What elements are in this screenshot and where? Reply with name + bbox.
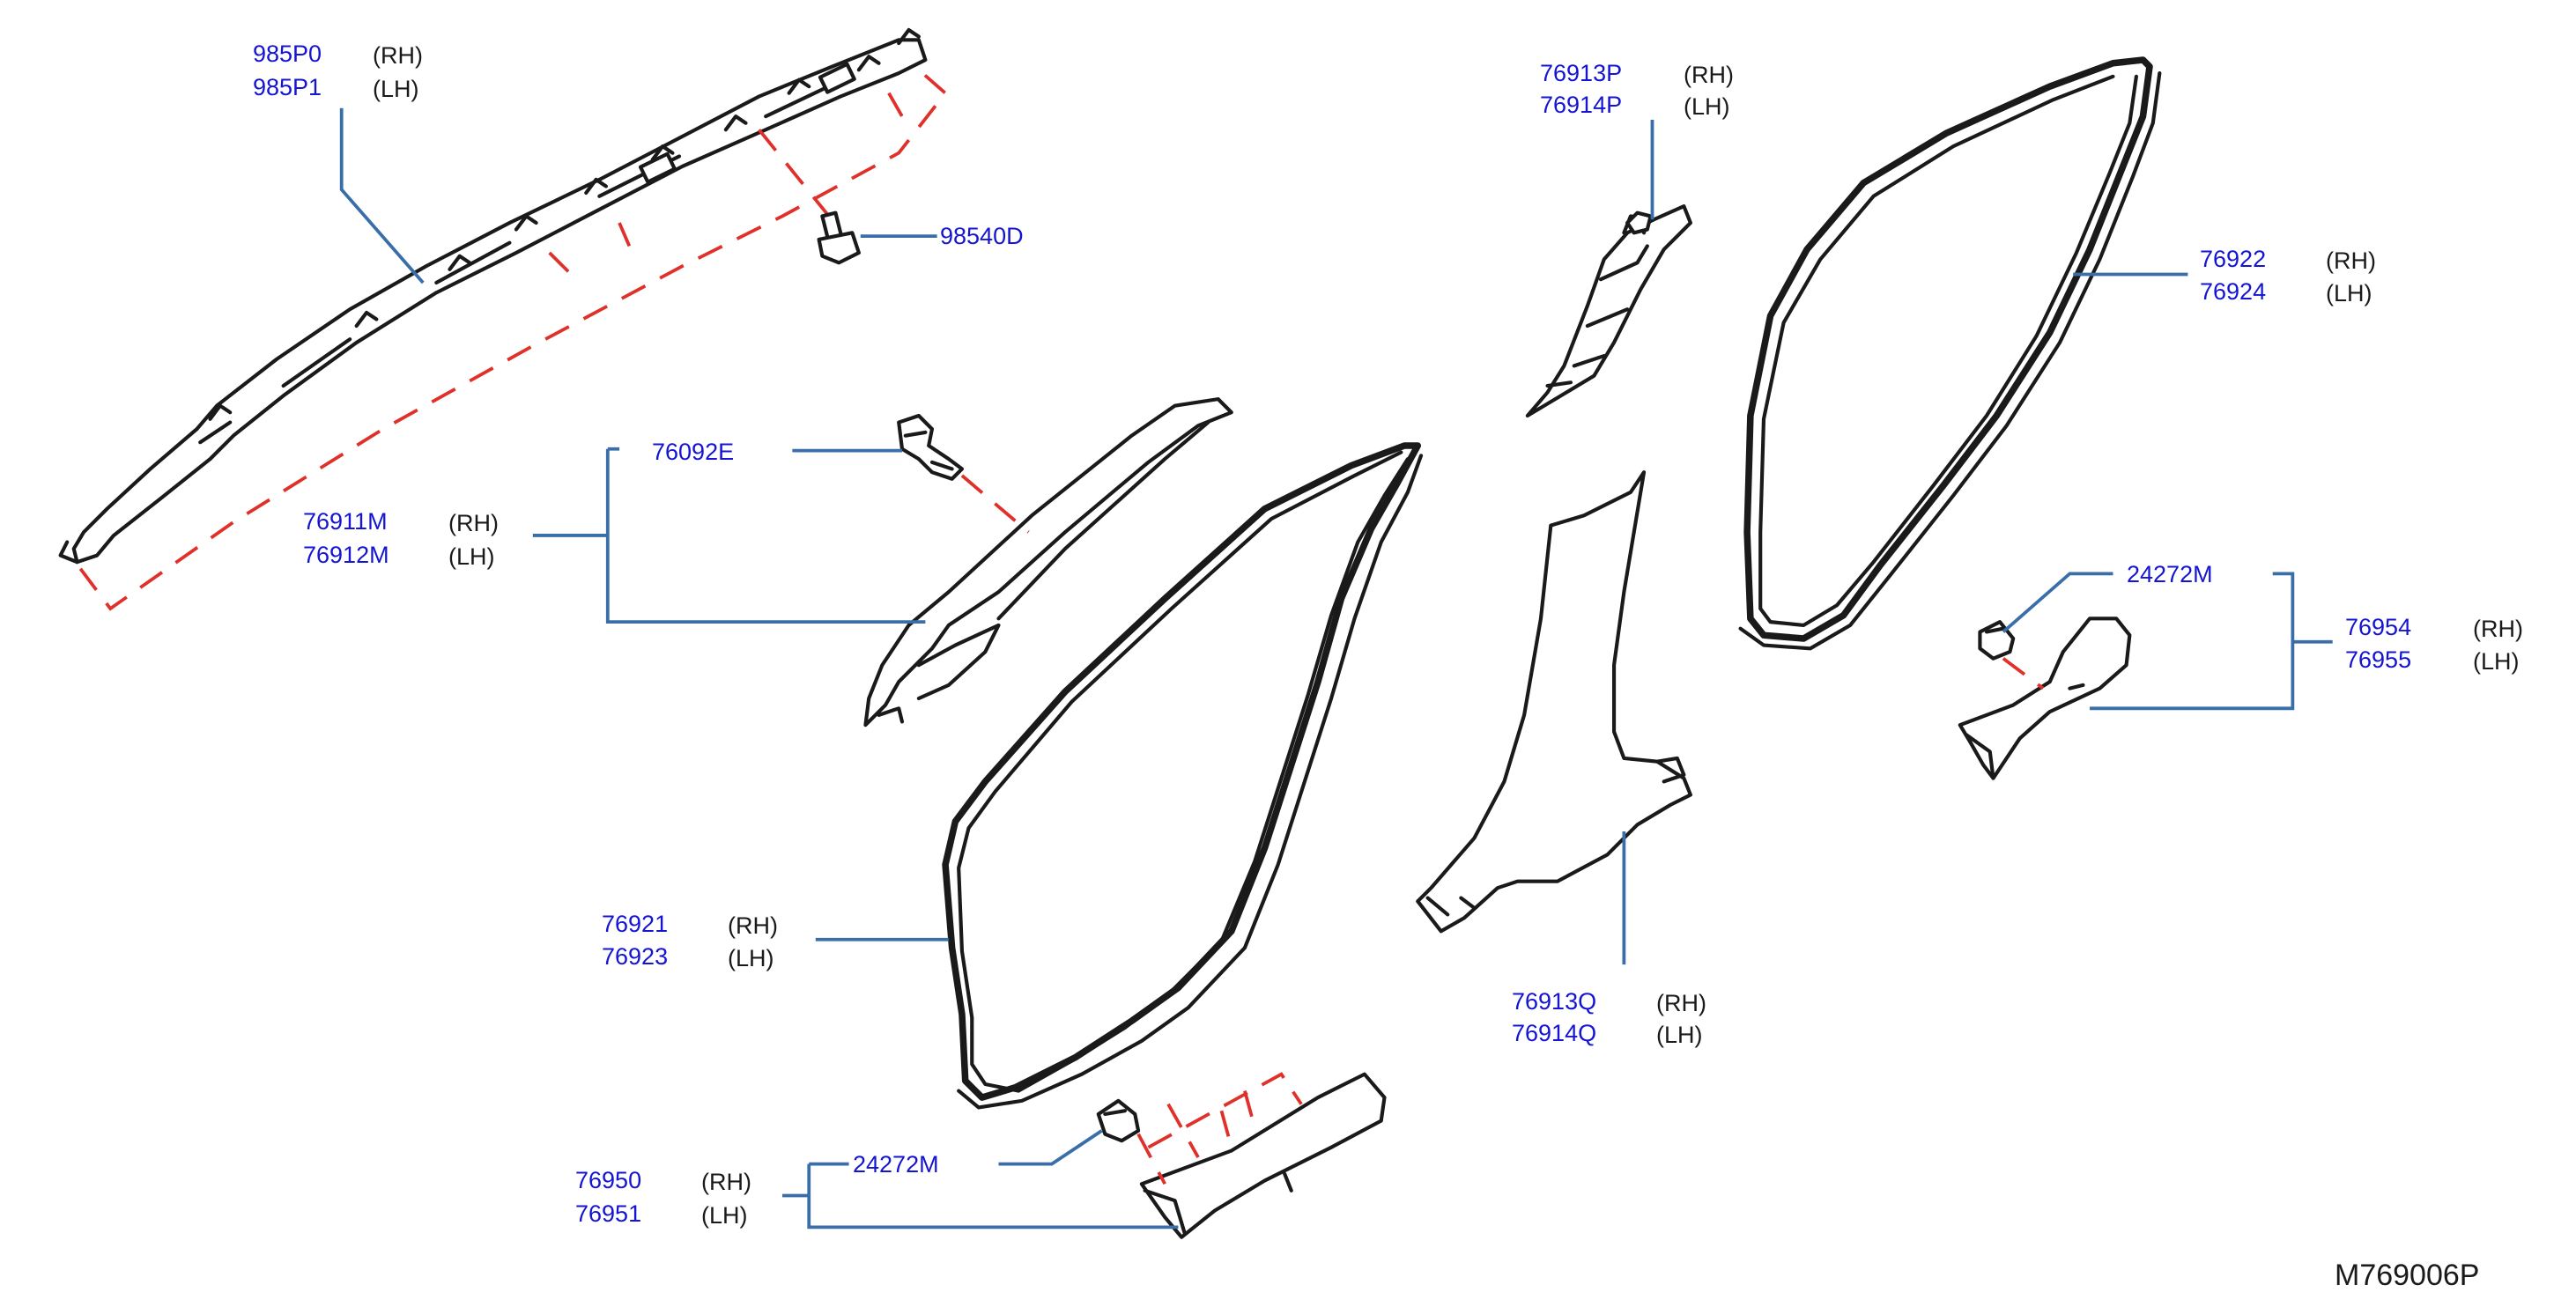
center-pillar-lower-part [1416, 470, 1692, 934]
side-label-rear-kicking-plate-rh: (RH) [2473, 616, 2523, 642]
center-pillar-upper-part [1525, 204, 1692, 418]
front-kicking-plate-part [1139, 1072, 1387, 1239]
front-pillar-part [863, 397, 1233, 727]
part-number-front-clip: 24272M [853, 1151, 939, 1178]
part-number-curtain-airbag-rh: 985P0 [253, 41, 322, 67]
side-label-rear-door-welt-rh: (RH) [2326, 247, 2376, 274]
side-label-curtain-airbag-lh: (LH) [373, 76, 419, 102]
part-number-front-door-welt-lh: 76923 [602, 943, 669, 970]
airbag-dashed-guide [78, 68, 948, 611]
leader-airbag [339, 107, 425, 284]
part-number-center-pillar-upper-rh: 76913P [1540, 60, 1623, 86]
part-number-front-pillar-lh: 76912M [303, 542, 389, 568]
side-label-front-door-welt-lh: (LH) [728, 945, 774, 971]
part-number-curtain-airbag-lh: 985P1 [253, 74, 322, 100]
leader-rear-kicking-plate [2090, 572, 2333, 711]
front-pillar-clip-part [897, 413, 965, 481]
side-label-front-pillar-lh: (LH) [448, 543, 495, 570]
curtain-airbag-part [58, 27, 928, 565]
rear-kicking-plate-part [1958, 617, 2132, 780]
rear-door-welt-part [1738, 56, 2162, 651]
airbag-bolt-part [817, 210, 861, 265]
leader-front-clip [998, 1129, 1103, 1166]
airbag-dashed-guide [548, 92, 904, 274]
side-label-front-door-welt-rh: (RH) [728, 912, 778, 939]
side-label-center-pillar-lower-rh: (RH) [1656, 990, 1706, 1016]
side-label-center-pillar-upper-lh: (LH) [1684, 93, 1730, 120]
part-number-front-pillar-clip: 76092E [652, 439, 735, 465]
diagram-code: M769006P [2335, 1259, 2480, 1292]
front-clip-part [1096, 1098, 1141, 1143]
front-pillar-dashed-guide [960, 474, 1030, 534]
part-number-center-pillar-lower-lh: 76914Q [1512, 1020, 1597, 1046]
side-label-center-pillar-lower-lh: (LH) [1656, 1022, 1703, 1048]
rear-clip-dashed-guide [2002, 657, 2045, 690]
part-number-front-pillar-rh: 76911M [303, 508, 388, 535]
side-label-rear-kicking-plate-lh: (LH) [2473, 648, 2520, 675]
front-door-welt-part [942, 442, 1424, 1110]
part-number-airbag-bolt: 98540D [940, 223, 1024, 249]
part-number-rear-door-welt-rh: 76922 [2200, 246, 2267, 272]
leader-front-kicking-plate [782, 1162, 1179, 1229]
part-number-rear-kicking-plate-rh: 76954 [2345, 614, 2412, 640]
side-label-rear-door-welt-lh: (LH) [2326, 280, 2372, 306]
part-number-rear-kicking-plate-lh: 76955 [2345, 646, 2412, 673]
side-label-front-pillar-rh: (RH) [448, 510, 499, 536]
side-label-curtain-airbag-rh: (RH) [373, 42, 423, 69]
part-number-front-door-welt-rh: 76921 [602, 911, 669, 937]
side-label-front-kicking-plate-lh: (LH) [701, 1202, 748, 1229]
front-clip-dashed-guide [1136, 1072, 1303, 1185]
side-label-front-kicking-plate-rh: (RH) [701, 1169, 751, 1195]
part-number-front-kicking-plate-rh: 76950 [575, 1167, 642, 1193]
leader-front-pillar [532, 447, 926, 624]
part-number-center-pillar-upper-lh: 76914P [1540, 92, 1623, 118]
part-number-rear-door-welt-lh: 76924 [2200, 278, 2267, 305]
part-number-front-kicking-plate-lh: 76951 [575, 1200, 642, 1227]
part-number-center-pillar-lower-rh: 76913Q [1512, 988, 1597, 1015]
side-label-center-pillar-upper-rh: (RH) [1684, 62, 1734, 88]
part-number-rear-clip: 24272M [2127, 561, 2213, 587]
leader-rear-clip [2002, 572, 2113, 633]
